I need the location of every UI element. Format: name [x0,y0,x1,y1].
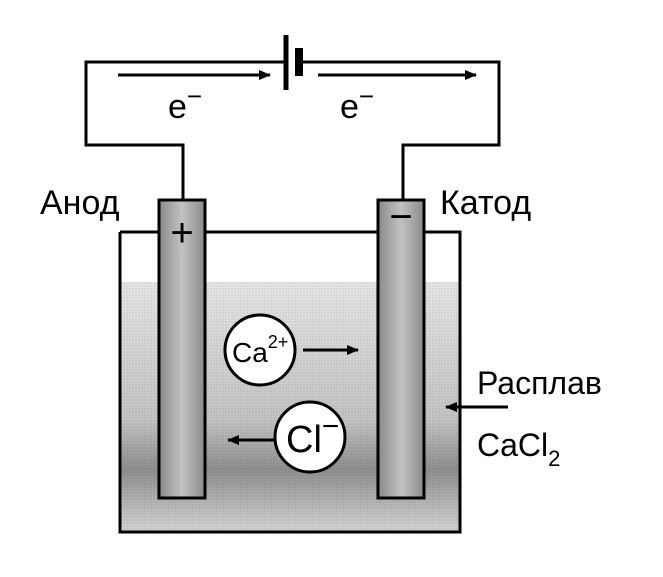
melt-formula: CaCl2 [477,427,560,471]
cathode-electrode [376,198,426,500]
anode-sign: + [170,211,193,255]
battery-icon [283,35,303,90]
electron-label-right: e− [340,81,374,126]
calcium-ion [223,313,297,387]
anode-electrode [157,198,207,500]
calcium-ion-label: Ca2+ [232,332,288,368]
chloride-ion-label: Cl− [286,410,339,461]
circuit-wires [84,60,501,200]
chloride-ion [273,400,347,474]
electron-label-left: e− [168,81,202,126]
cathode-label: Катод [440,184,531,222]
cathode-sign: − [389,195,412,239]
vessel [118,230,462,534]
melt-label: Расплав [477,365,602,401]
anode-label: Анод [40,184,120,222]
